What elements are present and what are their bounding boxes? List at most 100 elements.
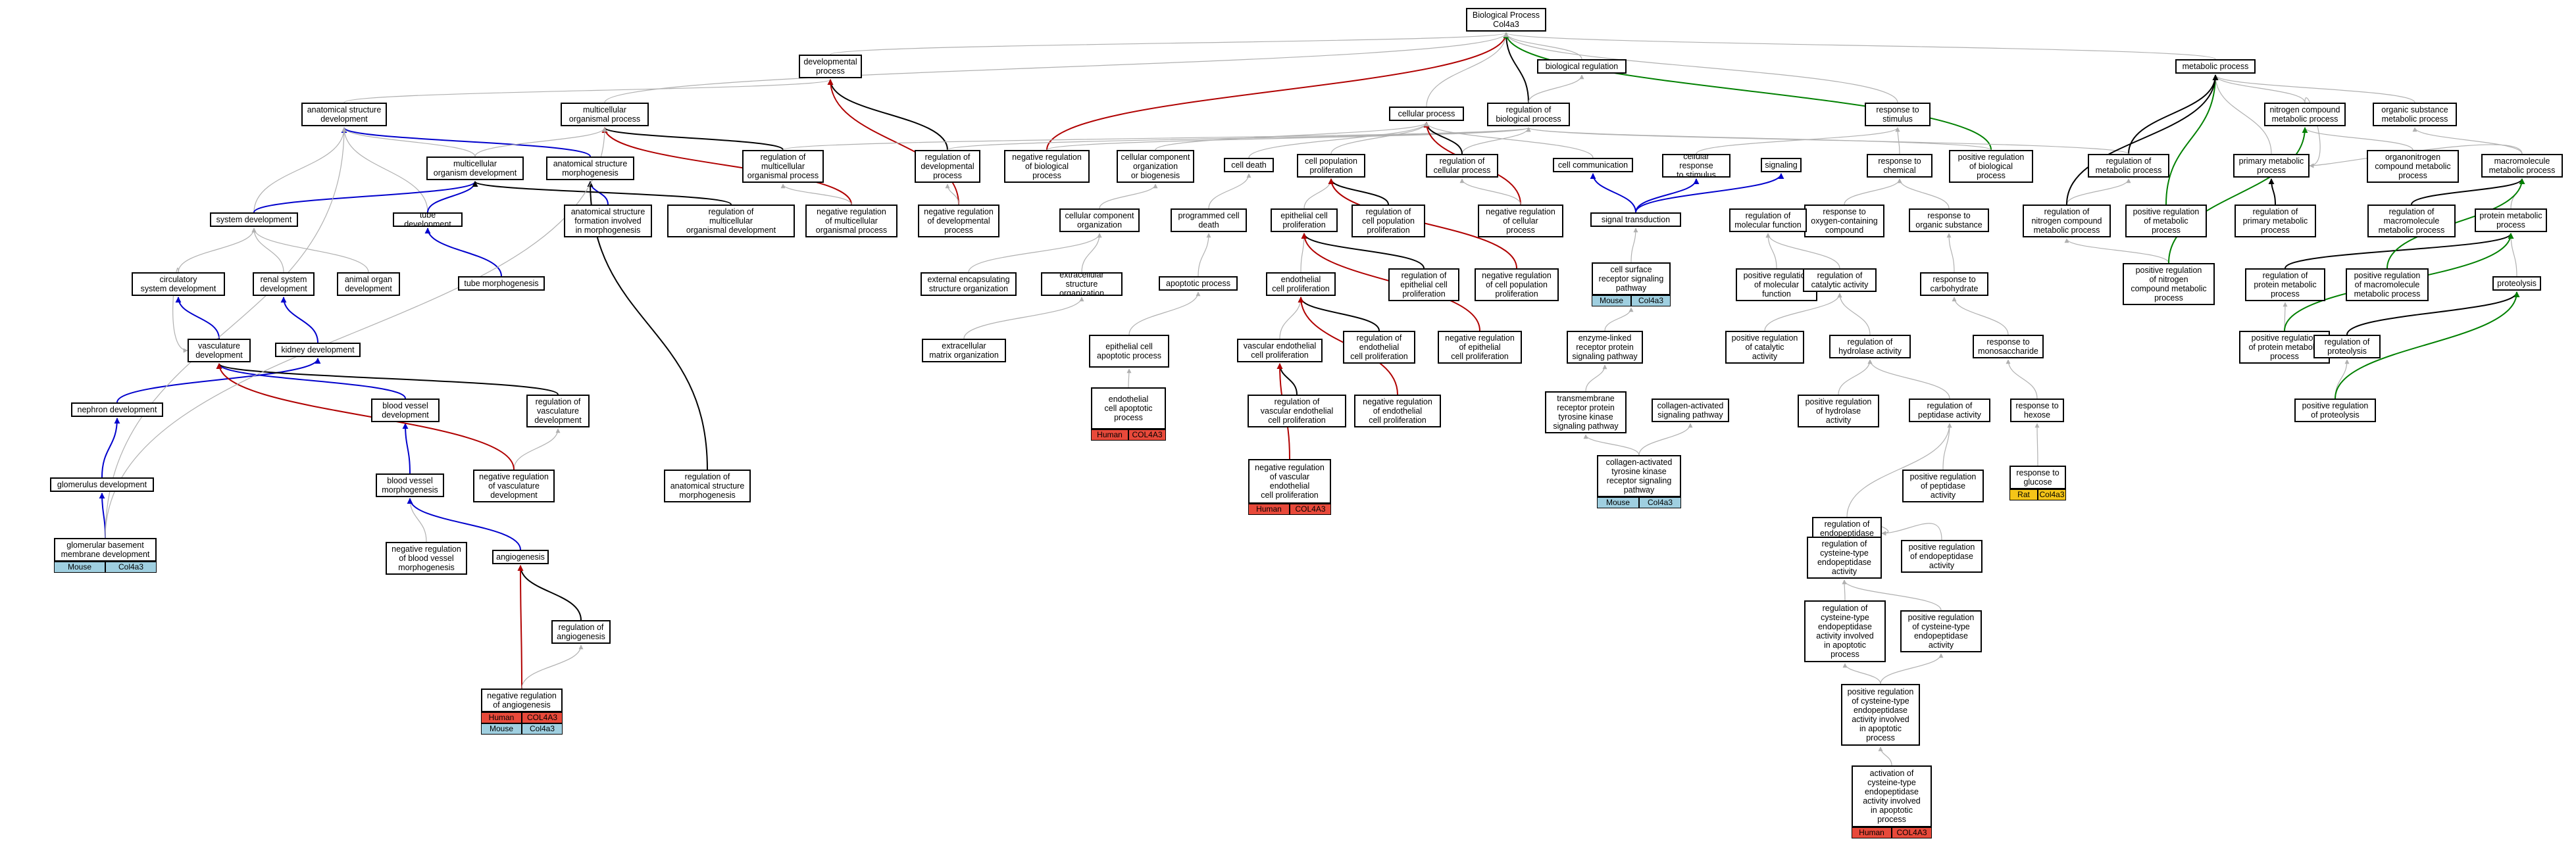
go-term-blood-vessel-dev[interactable]: blood vessel development [371, 399, 440, 422]
go-term-resp-hexose[interactable]: response to hexose [2010, 399, 2064, 422]
go-term-reg-proteolysis[interactable]: regulation of proteolysis [2313, 335, 2381, 358]
go-term-pos-reg-hydrolase[interactable]: positive regulation of hydrolase activit… [1798, 395, 1879, 427]
go-term-reg-cell-pop[interactable]: regulation of cell population proliferat… [1351, 205, 1425, 237]
go-term-reg-protein-metab[interactable]: regulation of protein metabolic process [2245, 268, 2325, 301]
go-term-reg-vasc-endo[interactable]: regulation of vascular endothelial cell … [1248, 395, 1346, 427]
go-term-reg-vasc-dev[interactable]: regulation of vasculature development [526, 395, 590, 427]
go-term-reg-dev[interactable]: regulation of developmental process [915, 150, 980, 183]
go-term-reg-epi-prolif[interactable]: regulation of epithelial cell proliferat… [1388, 268, 1459, 301]
go-term-reg-mol-func[interactable]: regulation of molecular function [1729, 208, 1807, 232]
go-term-neg-reg-cell-pop[interactable]: negative regulation of cell population p… [1475, 268, 1559, 301]
go-term-resp-glucose[interactable]: response to glucose [2009, 466, 2066, 489]
go-term-resp-mono[interactable]: response to monosaccharide [1973, 335, 2044, 358]
go-term-organonitrogen[interactable]: organonitrogen compound metabolic proces… [2367, 150, 2459, 183]
go-term-cell-comm[interactable]: cell communication [1553, 158, 1633, 172]
go-term-pos-reg-metab[interactable]: positive regulation of metabolic process [2125, 205, 2207, 237]
go-term-signal-trans[interactable]: signal transduction [1590, 212, 1681, 227]
go-term-resp-oxy[interactable]: response to oxygen-containing compound [1804, 205, 1884, 237]
go-term-metab[interactable]: metabolic process [2175, 59, 2256, 74]
go-term-resp-stim[interactable]: response to stimulus [1865, 103, 1931, 126]
go-term-cell-comp-org2[interactable]: cellular component organization [1059, 208, 1140, 232]
go-term-trans-rtk[interactable]: transmembrane receptor protein tyrosine … [1545, 391, 1627, 433]
go-term-circ-sys[interactable]: circulatory system development [132, 272, 225, 296]
go-term-reg-multi-org[interactable]: regulation of multicellular organismal p… [742, 150, 824, 183]
go-term-organic-sub[interactable]: organic substance metabolic process [2373, 103, 2457, 126]
go-term-cell-resp[interactable]: cellular response to stimulus [1662, 154, 1730, 178]
go-term-reg-peptidase[interactable]: regulation of peptidase activity [1909, 399, 1990, 422]
go-term-glom-dev[interactable]: glomerulus development [50, 477, 154, 492]
go-term-cell-pop-prolif[interactable]: cell population proliferation [1297, 154, 1365, 178]
go-term-pos-reg-endopeptidase[interactable]: positive regulation of endopeptidase act… [1901, 540, 1983, 573]
go-term-reg-multi-org-dev[interactable]: regulation of multicellular organismal d… [667, 205, 795, 237]
go-term-pos-reg-macromol[interactable]: positive regulation of macromolecule met… [2346, 268, 2429, 301]
go-term-anat-dev[interactable]: anatomical structure development [301, 103, 387, 126]
go-term-collagen-rtk[interactable]: collagen-activated tyrosine kinase recep… [1597, 455, 1681, 497]
go-term-signaling[interactable]: signaling [1761, 158, 1802, 172]
go-term-animal-organ[interactable]: animal organ development [337, 272, 400, 296]
go-term-ecm-org[interactable]: extracellular matrix organization [922, 339, 1006, 362]
go-term-pos-reg-cat[interactable]: positive regulation of catalytic activit… [1725, 331, 1804, 364]
go-term-glom-bm[interactable]: glomerular basement membrane development [54, 538, 157, 562]
go-term-ext-encap[interactable]: external encapsulating structure organiz… [921, 272, 1017, 296]
go-term-cell-comp-org[interactable]: cellular component organization or bioge… [1117, 150, 1194, 183]
go-term-neg-reg-vasc-endo[interactable]: negative regulation of vascular endothel… [1248, 459, 1331, 504]
go-term-vasc-endo-prolif[interactable]: vascular endothelial cell proliferation [1237, 339, 1323, 362]
go-term-neg-reg-epi-prolif[interactable]: negative regulation of epithelial cell p… [1438, 331, 1522, 364]
go-term-endo-apop[interactable]: endothelial cell apoptotic process [1091, 387, 1166, 429]
go-term-reg-bio[interactable]: regulation of biological process [1487, 103, 1570, 126]
go-term-reg-cat[interactable]: regulation of catalytic activity [1803, 268, 1877, 292]
go-term-epi-apop[interactable]: epithelial cell apoptotic process [1089, 335, 1169, 368]
go-term-resp-chem[interactable]: response to chemical [1867, 154, 1932, 178]
go-term-vasc-dev[interactable]: vasculature development [188, 339, 251, 362]
go-term-sys-dev[interactable]: system development [210, 212, 298, 227]
go-term-neg-reg-dev[interactable]: negative regulation of developmental pro… [918, 205, 999, 237]
go-term-bp[interactable]: Biological Process Col4a3 [1466, 8, 1546, 32]
go-term-nephron-dev[interactable]: nephron development [71, 402, 163, 417]
go-term-apoptotic[interactable]: apoptotic process [1159, 276, 1238, 291]
go-term-epi-prolif[interactable]: epithelial cell proliferation [1271, 208, 1338, 232]
go-term-prog-cell-death[interactable]: programmed cell death [1171, 208, 1247, 232]
go-term-resp-org-sub[interactable]: response to organic substance [1909, 208, 1989, 232]
go-term-collagen-sig[interactable]: collagen-activated signaling pathway [1652, 399, 1729, 422]
go-term-pos-reg-peptidase[interactable]: positive regulation of peptidase activit… [1902, 470, 1984, 502]
go-term-tube-dev[interactable]: tube development [393, 212, 463, 227]
go-term-reg-hydrolase[interactable]: regulation of hydrolase activity [1829, 335, 1911, 358]
go-term-blood-vessel-morph[interactable]: blood vessel morphogenesis [376, 473, 444, 497]
go-term-reg-nitrogen[interactable]: regulation of nitrogen compound metaboli… [2023, 205, 2111, 237]
go-term-primary-metab[interactable]: primary metabolic process [2233, 154, 2310, 178]
go-term-neg-reg-bv-morph[interactable]: negative regulation of blood vessel morp… [386, 542, 467, 575]
go-term-neg-reg-angio[interactable]: negative regulation of angiogenesis [481, 689, 563, 712]
go-term-reg-metab[interactable]: regulation of metabolic process [2088, 154, 2169, 178]
go-term-pos-reg-cys[interactable]: positive regulation of cysteine-type end… [1900, 610, 1982, 652]
go-term-anat-morph[interactable]: anatomical structure morphogenesis [546, 157, 634, 180]
go-term-neg-reg-vasc-dev[interactable]: negative regulation of vasculature devel… [473, 470, 555, 502]
go-term-cell-death[interactable]: cell death [1224, 158, 1274, 172]
go-term-endo-prolif[interactable]: endothelial cell proliferation [1266, 272, 1336, 296]
go-term-renal-sys[interactable]: renal system development [253, 272, 315, 296]
go-term-reg-angio[interactable]: regulation of angiogenesis [551, 620, 611, 644]
go-term-biol-reg[interactable]: biological regulation [1537, 59, 1627, 74]
go-term-reg-cys-endo[interactable]: regulation of cysteine-type endopeptidas… [1807, 537, 1882, 579]
go-term-protein-metab[interactable]: protein metabolic process [2475, 208, 2547, 232]
go-term-angiogenesis[interactable]: angiogenesis [492, 550, 549, 564]
go-term-neg-reg-bio[interactable]: negative regulation of biological proces… [1004, 150, 1090, 183]
go-term-act-cys-apop[interactable]: activation of cysteine-type endopeptidas… [1852, 765, 1932, 827]
go-term-pos-reg-proteolysis[interactable]: positive regulation of proteolysis [2294, 399, 2376, 422]
go-term-reg-macromol[interactable]: regulation of macromolecule metabolic pr… [2367, 205, 2456, 237]
go-term-pos-reg-cys-apop[interactable]: positive regulation of cysteine-type end… [1841, 684, 1920, 746]
go-term-cell-proc[interactable]: cellular process [1389, 107, 1464, 121]
go-term-dev[interactable]: developmental process [799, 55, 862, 78]
go-term-reg-anat-morph[interactable]: regulation of anatomical structure morph… [664, 470, 751, 502]
go-term-neg-reg-multi[interactable]: negative regulation of multicellular org… [805, 205, 897, 237]
go-term-cell-surface-rec[interactable]: cell surface receptor signaling pathway [1592, 262, 1671, 295]
go-term-pos-reg-nitrogen[interactable]: positive regulation of nitrogen compound… [2123, 263, 2215, 305]
go-term-neg-reg-cell-proc[interactable]: negative regulation of cellular process [1478, 205, 1563, 237]
go-term-pos-reg-bio[interactable]: positive regulation of biological proces… [1949, 150, 2033, 183]
go-term-multi-org[interactable]: multicellular organismal process [561, 103, 649, 126]
go-term-macromol[interactable]: macromolecule metabolic process [2481, 154, 2563, 178]
go-term-nitrogen[interactable]: nitrogen compound metabolic process [2264, 103, 2346, 126]
go-term-multi-org-dev[interactable]: multicellular organism development [426, 157, 524, 180]
go-term-anat-form[interactable]: anatomical structure formation involved … [564, 205, 652, 237]
go-term-reg-primary[interactable]: regulation of primary metabolic process [2235, 205, 2316, 237]
go-term-ecm-struct[interactable]: extracellular structure organization [1041, 272, 1123, 296]
